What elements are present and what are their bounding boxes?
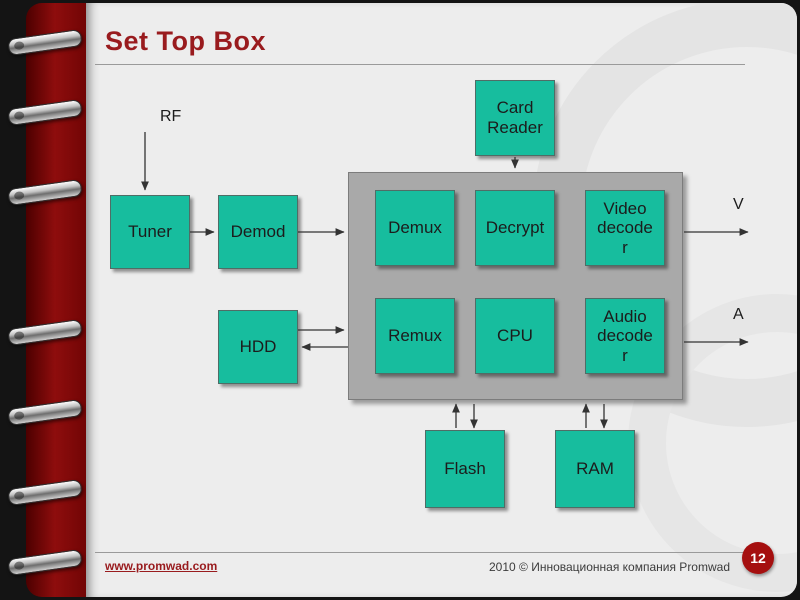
rf-input-label: RF: [160, 108, 182, 125]
page-number-badge: 12: [742, 542, 774, 574]
block-audio-decoder: Audio decoder: [585, 298, 665, 374]
block-demod: Demod: [218, 195, 298, 269]
block-remux: Remux: [375, 298, 455, 374]
audio-output-label: A: [733, 306, 744, 323]
block-decrypt: Decrypt: [475, 190, 555, 266]
block-tuner: Tuner: [110, 195, 190, 269]
block-card-reader: Card Reader: [475, 80, 555, 156]
block-cpu: CPU: [475, 298, 555, 374]
footer-link[interactable]: www.promwad.com: [105, 559, 218, 573]
block-ram: RAM: [555, 430, 635, 508]
footer-divider: [95, 552, 745, 553]
video-output-label: V: [733, 196, 744, 213]
slide-title: Set Top Box: [105, 26, 267, 56]
title-divider: [95, 64, 745, 65]
block-flash: Flash: [425, 430, 505, 508]
block-video-decoder: Video decoder: [585, 190, 665, 266]
block-demux: Demux: [375, 190, 455, 266]
footer-copyright: 2010 © Инновационная компания Promwad: [488, 560, 730, 574]
block-hdd: HDD: [218, 310, 298, 384]
